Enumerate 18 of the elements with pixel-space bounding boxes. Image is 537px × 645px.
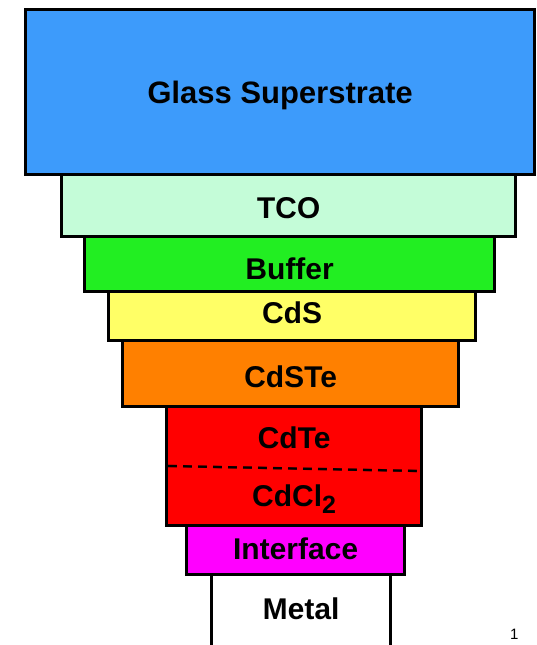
layer-box (185, 524, 406, 576)
layer-box (60, 173, 517, 238)
layer-label: TCO (256, 192, 322, 226)
layer-box (121, 339, 460, 408)
layer-label: CdCl$_{2}$ (251, 480, 337, 520)
layer-label: Metal (262, 593, 340, 627)
layer-box (210, 573, 392, 645)
layer-label: Glass Superstrate (146, 75, 414, 111)
layer-box (107, 290, 477, 342)
layer-label: CdSTe (243, 361, 338, 395)
layer-box (83, 235, 496, 293)
layer-label: CdTe (256, 422, 332, 456)
layer-label: CdS (261, 297, 323, 331)
layer-box (24, 8, 536, 176)
layer-label: Interface (232, 533, 360, 567)
layer-label: Buffer (244, 253, 335, 287)
page-number: 1 (510, 626, 518, 643)
layer-box (165, 405, 423, 527)
